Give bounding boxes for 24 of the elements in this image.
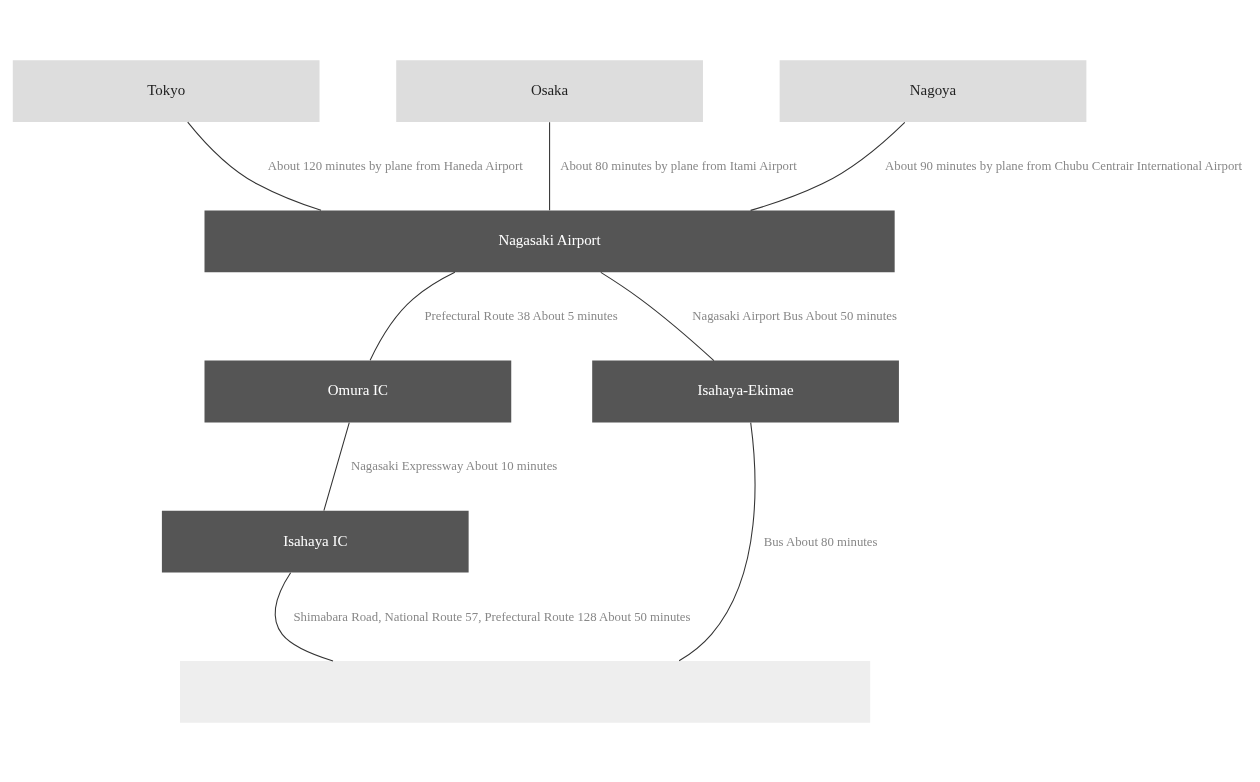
edge-label: Prefectural Route 38 About 5 minutes (424, 308, 618, 323)
edge-label: About 80 minutes by plane from Itami Airport (560, 158, 797, 173)
connector (274, 571, 334, 661)
node-box (180, 660, 871, 723)
connector (323, 421, 350, 511)
connector (600, 271, 715, 361)
edge-label: About 120 minutes by plane from Haneda Airport (267, 158, 523, 173)
node-box: Osaka (396, 59, 703, 122)
edge-label: About 90 minutes by plane from Chubu Centrair International Airport (885, 158, 1243, 173)
node-box: Nagasaki Airport (204, 209, 895, 272)
node-box: Tokyo (12, 59, 320, 122)
connector (678, 421, 756, 661)
edge-label: Nagasaki Expressway About 10 minutes (350, 458, 558, 473)
connector (369, 271, 456, 361)
edge-label: Shimabara Road, National Route 57, Prefectural Route 128 About 50 minutes (293, 609, 691, 624)
edge-label: Nagasaki Airport Bus About 50 minutes (692, 308, 897, 323)
node-box: Omura IC (204, 360, 512, 422)
node-box: Nagoya (779, 59, 1087, 122)
connector (187, 121, 322, 211)
edge-label: Bus About 80 minutes (763, 534, 878, 549)
connector (549, 121, 551, 211)
node-box: Isahaya-Ekimae (592, 360, 899, 422)
connector (750, 121, 906, 211)
node-box: Isahaya IC (161, 510, 469, 573)
